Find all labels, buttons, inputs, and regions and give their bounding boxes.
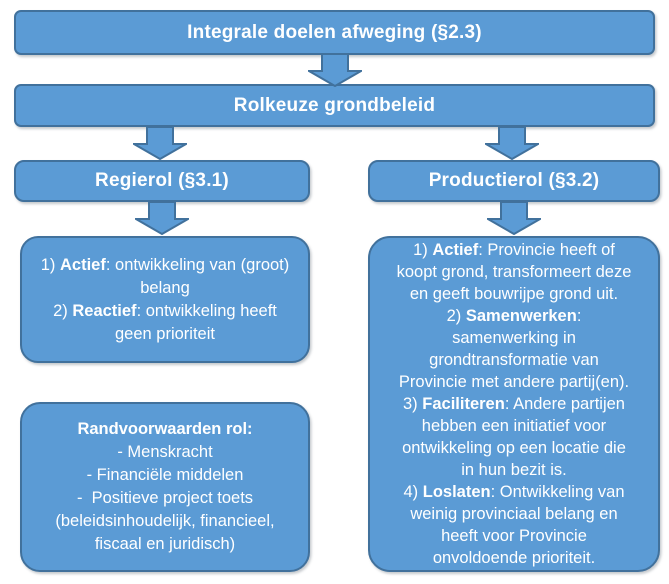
down-arrow-icon	[135, 201, 189, 235]
text-line: (beleidsinhoudelijk, financieel,	[55, 512, 275, 530]
text-line: en geeft bouwrijpe grond uit.	[409, 285, 619, 303]
text-line: in hun bezit is.	[461, 461, 567, 479]
text-line: - Positieve project toets	[76, 489, 254, 507]
text-line: Randvoorwaarden rol:	[77, 420, 253, 438]
text-line: 2) Reactief: ontwikkeling heeft	[53, 301, 277, 320]
down-arrow-icon	[485, 126, 539, 160]
box-productierol-header: Productierol (§3.2)	[368, 160, 660, 202]
randvoorwaarden-text: Randvoorwaarden rol: - Menskracht - Financ…	[22, 418, 308, 556]
box-integrale-doelen-afweging: Integrale doelen afweging (§2.3)	[14, 10, 655, 55]
text-line: belang	[140, 278, 190, 297]
text-line: 3) Faciliteren: Andere partijen	[403, 395, 625, 413]
box-randvoorwaarden-rol: Randvoorwaarden rol: - Menskracht - Financ…	[20, 402, 310, 572]
box-regierol-detail: 1) Actief: ontwikkeling van (groot) belan…	[20, 236, 310, 363]
text-line: koopt grond, transformeert deze	[396, 263, 632, 281]
text-line: 1) Actief: ontwikkeling van (groot)	[40, 255, 290, 274]
regierol-detail-text: 1) Actief: ontwikkeling van (groot) belan…	[22, 254, 308, 346]
text-line: weinig provinciaal belang en	[410, 505, 618, 523]
text-line: Provincie met andere partij(en).	[398, 373, 630, 391]
text-line: - Menskracht	[117, 443, 213, 461]
text-line: - Financiële middelen	[86, 466, 244, 484]
text-line: onvoldoende prioriteit.	[432, 549, 596, 567]
text-line: 1) Actief: Provincie heeft of	[413, 241, 615, 259]
text-line: fiscaal en juridisch)	[94, 535, 236, 553]
box-integrale-doelen-afweging-label: Integrale doelen afweging (§2.3)	[187, 21, 482, 43]
down-arrow-icon	[133, 126, 187, 160]
text-line: geen prioriteit	[115, 324, 215, 343]
box-productierol-detail: 1) Actief: Provincie heeft of koopt grond…	[368, 236, 660, 572]
down-arrow-icon	[487, 201, 541, 235]
text-line: grondtransformatie van	[429, 351, 599, 369]
text-line: hebben een initiatief voor	[421, 417, 607, 435]
box-productierol-header-label: Productierol (§3.2)	[428, 170, 600, 191]
text-line: ontwikkeling op een locatie die	[402, 439, 626, 457]
box-regierol-header: Regierol (§3.1)	[14, 160, 310, 202]
text-line: 2) Samenwerken:	[446, 307, 582, 325]
productierol-detail-text: 1) Actief: Provincie heeft of koopt grond…	[370, 239, 658, 569]
text-line: heeft voor Provincie	[441, 527, 587, 545]
box-regierol-header-label: Regierol (§3.1)	[95, 170, 229, 191]
text-line: samenwerking in	[452, 329, 576, 347]
text-line: 4) Loslaten: Ontwikkeling van	[403, 483, 625, 501]
box-rolkeuze-grondbeleid: Rolkeuze grondbeleid	[14, 84, 655, 127]
box-rolkeuze-grondbeleid-label: Rolkeuze grondbeleid	[233, 94, 436, 116]
down-arrow-icon	[308, 53, 362, 87]
